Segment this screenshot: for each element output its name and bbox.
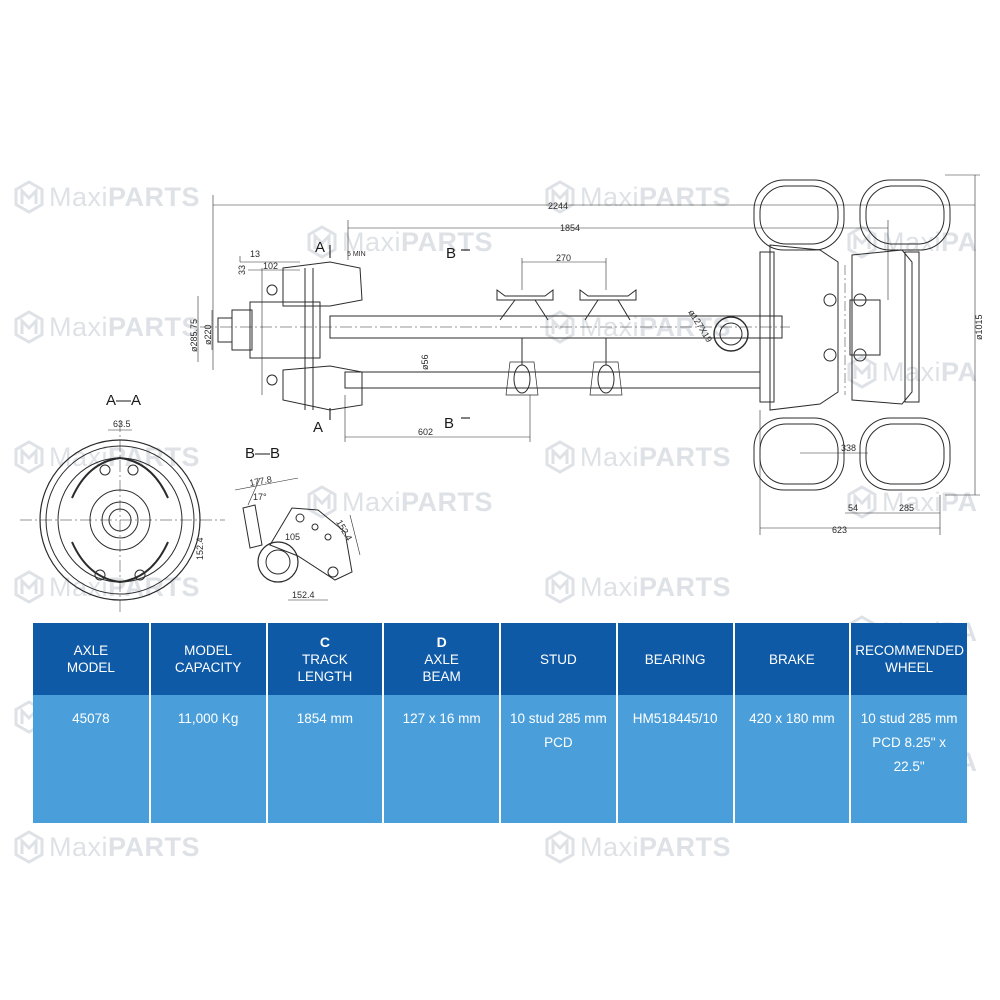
header-stud: STUD xyxy=(500,623,618,695)
section-marker-a-bottom: A xyxy=(313,419,323,436)
dim-127x19: ø127X19 xyxy=(686,308,714,344)
dim-270: 270 xyxy=(556,253,571,263)
dim-285: 285 xyxy=(899,503,914,513)
dim-152-4-bb-bottom: 152.4 xyxy=(292,590,315,600)
cell-stud: 10 stud 285 mm PCD xyxy=(500,695,618,823)
section-title-b-b: B—B xyxy=(245,445,280,462)
dim-56: ø56 xyxy=(420,354,430,370)
spec-table-row: 45078 11,000 Kg 1854 mm 127 x 16 mm 10 s… xyxy=(33,695,967,823)
cell-axle-beam: 127 x 16 mm xyxy=(383,695,501,823)
dim-220: ø220 xyxy=(203,324,213,345)
cell-recommended-wheel: 10 stud 285 mm PCD 8.25" x 22.5" xyxy=(850,695,967,823)
cell-brake: 420 x 180 mm xyxy=(733,695,852,823)
section-marker-a-top: A xyxy=(315,239,325,256)
header-brake: BRAKE xyxy=(733,623,852,695)
dim-338: 338 xyxy=(841,443,856,453)
section-marker-b-top: B xyxy=(446,245,456,262)
dim-track-length: 1854 xyxy=(560,223,580,233)
dim-602: 602 xyxy=(418,427,433,437)
cell-track-length: 1854 mm xyxy=(266,695,385,823)
dim-17-deg: 17° xyxy=(253,492,267,502)
dim-152-4-bb-side: 152.4 xyxy=(334,518,354,543)
maxiparts-logo-icon xyxy=(545,830,575,864)
dim-177-8: 177.8 xyxy=(249,474,273,488)
dim-5-min: 5 MIN xyxy=(347,251,366,258)
axle-technical-drawing: 2244 1854 13 102 33 5 MIN 270 ø127X19 ø2… xyxy=(20,174,984,615)
dim-overall-length: 2244 xyxy=(548,201,568,211)
section-title-a-a: A—A xyxy=(106,392,141,409)
dim-1015: ø1015 xyxy=(974,314,984,340)
header-bearing: BEARING xyxy=(616,623,735,695)
dim-13: 13 xyxy=(250,249,260,259)
dim-102: 102 xyxy=(263,261,278,271)
dim-623: 623 xyxy=(832,525,847,535)
dim-33: 33 xyxy=(237,265,247,275)
cell-axle-model: 45078 xyxy=(33,695,151,823)
cell-bearing: HM518445/10 xyxy=(616,695,735,823)
maxiparts-watermark: MaxiPARTS xyxy=(543,830,731,864)
dim-152-4-aa: 152.4 xyxy=(195,537,205,560)
dim-63-5: 63.5 xyxy=(113,419,131,429)
dim-105: 105 xyxy=(285,532,300,542)
cell-model-capacity: 11,000 Kg xyxy=(149,695,268,823)
section-marker-b-bottom: B xyxy=(444,415,454,432)
maxiparts-logo-icon xyxy=(14,830,44,864)
dim-285-75: ø285.75 xyxy=(189,319,199,352)
dim-54: 54 xyxy=(848,503,858,513)
maxiparts-watermark: MaxiPARTS xyxy=(12,830,200,864)
